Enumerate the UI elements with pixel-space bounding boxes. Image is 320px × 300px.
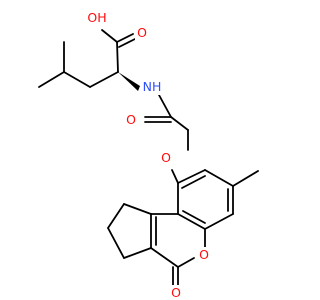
atom-nh: NH <box>141 79 163 95</box>
svg-text:O: O <box>171 285 181 300</box>
bond-o-ring-carbonyl <box>177 257 195 268</box>
bond-cp-d <box>123 247 152 259</box>
bond-carbonyl-ch2 <box>170 116 189 131</box>
bond-cooh-c-o-double-b <box>118 38 136 48</box>
atom-o-acid: O <box>135 25 149 41</box>
bond-nh-carbonyl <box>158 94 172 118</box>
svg-text:NH: NH <box>143 79 162 94</box>
svg-text:O: O <box>199 247 209 262</box>
svg-text:OH: OH <box>87 10 106 25</box>
bond-ring-e-inner <box>182 210 206 224</box>
bond-ring-a <box>177 169 206 184</box>
bond-cooh-c-o-double-a <box>116 33 134 43</box>
svg-text:O: O <box>126 112 136 127</box>
bond-cp-c <box>107 227 125 259</box>
bond-ch-methyl-left <box>38 71 65 88</box>
bond-ch2-ch <box>63 71 91 88</box>
bond-cooh-c-oh <box>101 29 118 43</box>
svg-text:O: O <box>137 25 147 40</box>
bond-carbonyl-alkene <box>150 247 179 268</box>
atom-o-amide: O <box>124 112 138 128</box>
bond-ring-b <box>204 169 234 187</box>
atom-o-ketone: O <box>169 285 183 300</box>
bond-ring-d <box>204 213 234 230</box>
bond-calpha-ch2 <box>89 71 119 88</box>
bond-ring-a-inner <box>181 175 206 189</box>
bond-cp-a <box>123 203 152 215</box>
svg-text:O: O <box>161 150 171 165</box>
bond-o-ether-aromatic <box>171 169 179 184</box>
molecule-structure-diagram: OH O NH O O O O <box>38 10 259 300</box>
bond-wedge-calpha-nh <box>118 72 140 91</box>
bond-ring-methyl <box>232 170 259 187</box>
atom-oh: OH <box>86 10 108 26</box>
atom-o-ether: O <box>159 150 173 166</box>
bond-calpha-cooh <box>116 41 119 73</box>
bond-ring-e <box>177 213 206 230</box>
atom-o-ring: O <box>197 247 211 263</box>
bond-cp-b <box>107 203 125 229</box>
